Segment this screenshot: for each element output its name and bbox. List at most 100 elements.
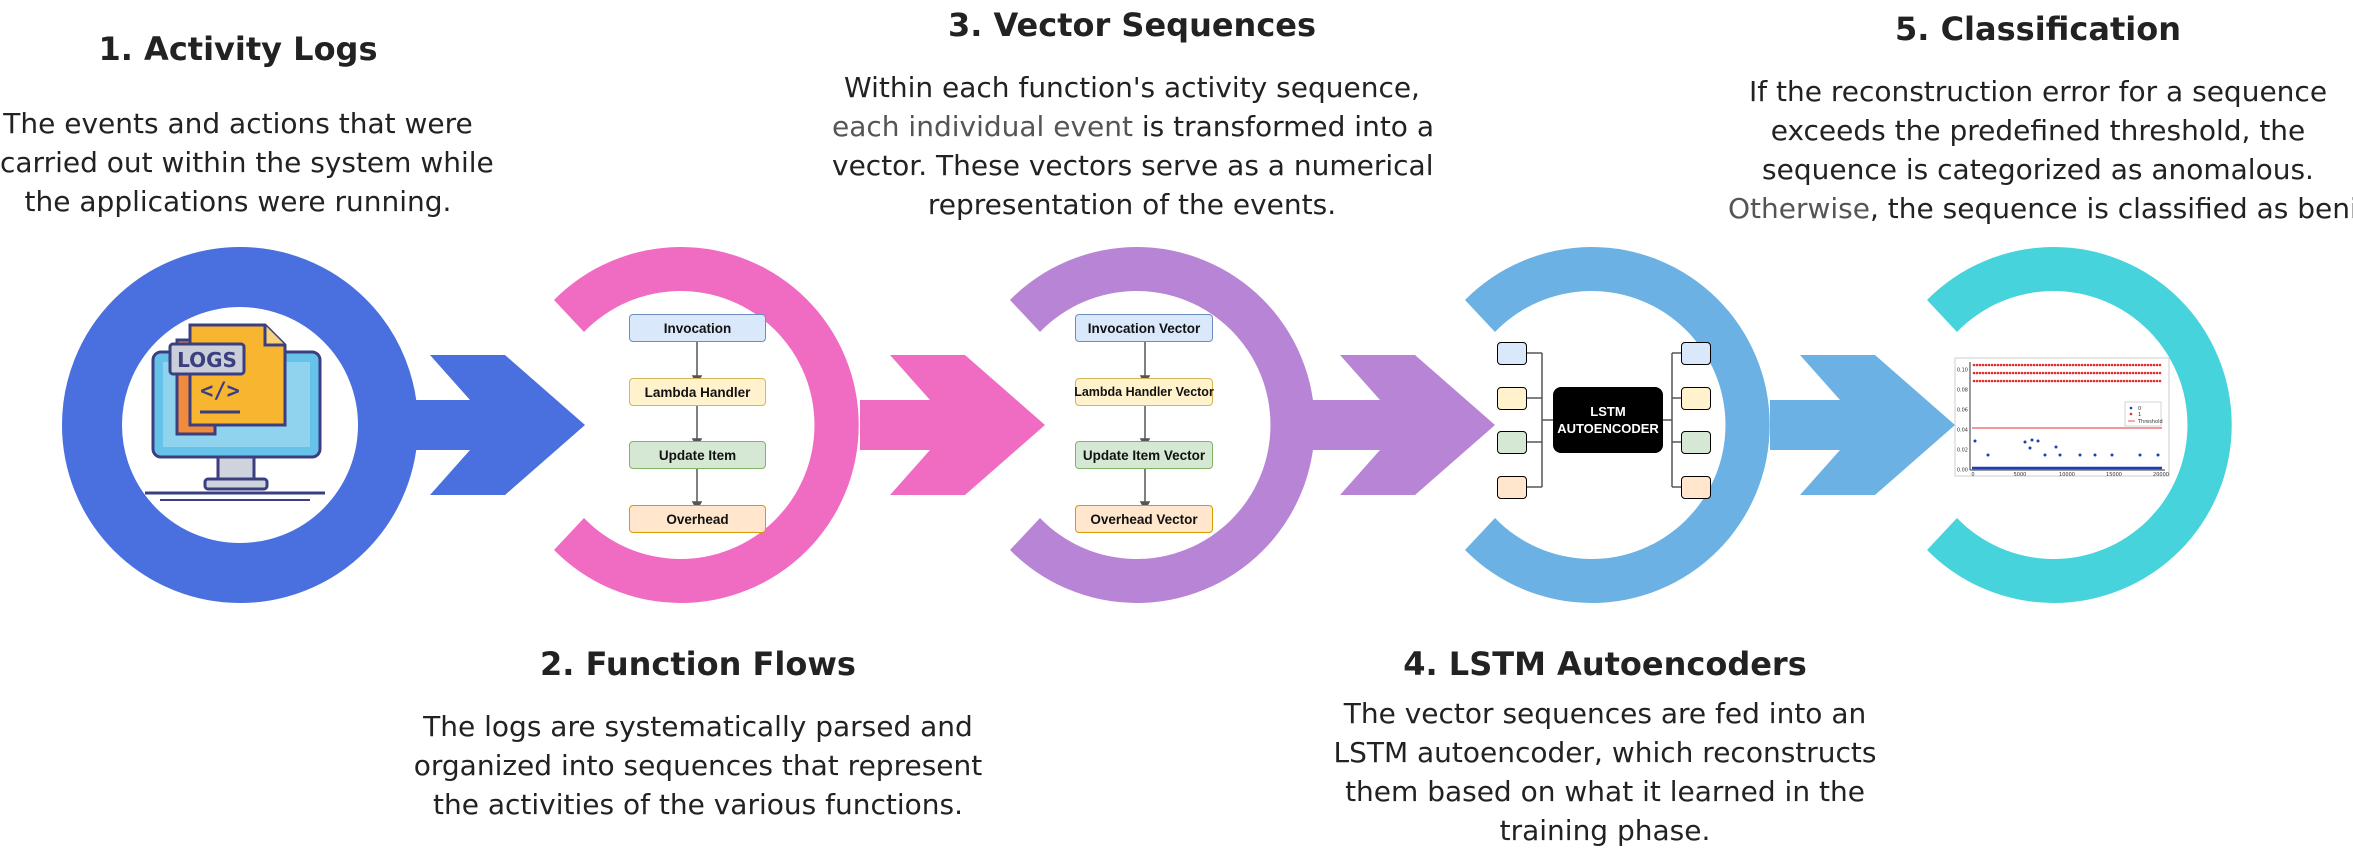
thumb-anomalous-point (2113, 379, 2117, 383)
step-4-line: them based on what it learned in the (1345, 775, 1865, 808)
thumb-anomalous-point (2110, 371, 2114, 375)
thumb-anomalous-point (1996, 363, 2000, 367)
thumb-anomalous-point (2041, 379, 2045, 383)
vector-flow-overhead: Overhead Vector (1075, 505, 1213, 533)
thumb-anomalous-point (1987, 363, 1991, 367)
thumb-x-tick: 5000 (2014, 472, 2027, 478)
thumb-anomalous-point (2080, 363, 2084, 367)
thumb-anomalous-point (2029, 371, 2033, 375)
thumb-anomalous-point (2101, 363, 2105, 367)
step-4-title: 4. LSTM Autoencoders (1403, 645, 1807, 683)
thumb-anomalous-point (1996, 371, 2000, 375)
thumb-anomalous-point (2098, 371, 2102, 375)
thumb-anomalous-point (2134, 363, 2138, 367)
thumb-anomalous-point (2128, 379, 2132, 383)
thumb-anomalous-point (2050, 379, 2054, 383)
thumb-anomalous-point (2149, 363, 2153, 367)
thumb-anomalous-point (2137, 371, 2141, 375)
thumb-anomalous-point (1996, 379, 2000, 383)
thumb-anomalous-point (2029, 363, 2033, 367)
thumb-anomalous-point (2158, 379, 2162, 383)
thumb-anomalous-point (2155, 363, 2159, 367)
thumb-anomalous-point (2140, 379, 2144, 383)
thumb-benign-point (2078, 453, 2082, 457)
thumb-anomalous-point (2101, 379, 2105, 383)
thumb-anomalous-point (1975, 363, 1979, 367)
thumb-anomalous-point (2116, 363, 2120, 367)
thumb-anomalous-point (2035, 363, 2039, 367)
thumb-anomalous-point (2149, 379, 2153, 383)
thumb-anomalous-point (2152, 363, 2156, 367)
thumb-anomalous-point (2143, 379, 2147, 383)
thumb-anomalous-point (2125, 363, 2129, 367)
thumb-anomalous-point (2140, 363, 2144, 367)
thumb-anomalous-point (2008, 379, 2012, 383)
code-glyph: </> (200, 379, 240, 404)
thumb-anomalous-point (2038, 371, 2042, 375)
thumb-anomalous-point (2077, 363, 2081, 367)
thumb-anomalous-point (2101, 371, 2105, 375)
thumb-anomalous-point (2146, 379, 2150, 383)
thumb-anomalous-point (1990, 379, 1994, 383)
thumb-x-tick: 0 (1971, 472, 1974, 478)
thumb-anomalous-point (2086, 379, 2090, 383)
vector-flow-connectors (1139, 342, 1151, 511)
lstm-output-vector (1681, 387, 1711, 410)
thumb-anomalous-point (2104, 371, 2108, 375)
thumb-anomalous-point (2089, 379, 2093, 383)
connector-arrow-2-3 (860, 355, 1045, 495)
thumb-anomalous-point (2017, 371, 2021, 375)
thumb-anomalous-point (2152, 379, 2156, 383)
thumb-anomalous-point (1972, 379, 1976, 383)
lstm-output-vector (1681, 431, 1711, 454)
thumb-anomalous-point (1981, 379, 1985, 383)
vector-flow-invocation: Invocation Vector (1075, 314, 1213, 342)
thumb-anomalous-point (2080, 379, 2084, 383)
thumb-anomalous-point (1975, 379, 1979, 383)
thumb-anomalous-point (2044, 371, 2048, 375)
thumb-anomalous-point (2149, 371, 2153, 375)
thumb-legend-threshold: Threshold (2137, 419, 2163, 425)
thumb-anomalous-point (2062, 379, 2066, 383)
thumb-benign-point (2030, 438, 2034, 442)
thumb-anomalous-point (2128, 371, 2132, 375)
step-3-title: 3. Vector Sequences (947, 6, 1317, 44)
thumb-anomalous-point (2092, 379, 2096, 383)
thumb-anomalous-point (2005, 363, 2009, 367)
step-5-line: Otherwise, the sequence is classified as… (1728, 192, 2353, 225)
thumb-legend-0: 0 (2138, 406, 2141, 412)
thumb-anomalous-point (2011, 363, 2015, 367)
thumb-anomalous-point (2020, 379, 2024, 383)
thumb-anomalous-point (2098, 363, 2102, 367)
thumb-anomalous-point (1984, 363, 1988, 367)
thumb-anomalous-point (2047, 363, 2051, 367)
thumb-anomalous-point (2113, 371, 2117, 375)
thumb-anomalous-point (2002, 379, 2006, 383)
lstm-input-vector (1497, 476, 1527, 499)
connector-arrow-3-4 (1310, 355, 1495, 495)
thumb-anomalous-point (2077, 371, 2081, 375)
thumb-anomalous-point (1999, 363, 2003, 367)
thumb-anomalous-point (2077, 379, 2081, 383)
thumb-anomalous-point (2110, 379, 2114, 383)
thumb-anomalous-point (1990, 363, 1994, 367)
step-5-title: 5. Classification (1895, 10, 2181, 48)
thumb-anomalous-point (2158, 371, 2162, 375)
thumb-benign-point (2093, 453, 2097, 457)
thumb-anomalous-point (1978, 379, 1982, 383)
thumb-benign-point (2028, 446, 2032, 450)
thumb-anomalous-point (2155, 371, 2159, 375)
thumb-anomalous-point (2026, 379, 2030, 383)
vector-flow-update-item: Update Item Vector (1075, 441, 1213, 469)
thumb-anomalous-point (2089, 363, 2093, 367)
thumb-benign-point (2043, 453, 2047, 457)
thumb-anomalous-point (2035, 379, 2039, 383)
thumb-anomalous-point (2023, 379, 2027, 383)
step-3-ring (1010, 247, 1315, 604)
thumb-anomalous-point (2113, 363, 2117, 367)
lstm-connectors (1527, 352, 1681, 488)
step-5-line: exceeds the predefined threshold, the (1770, 114, 2306, 147)
thumb-anomalous-point (2131, 363, 2135, 367)
thumb-y-tick: 0.10 (1957, 368, 1968, 374)
step-5-line: sequence is categorized as anomalous. (1762, 153, 2314, 186)
